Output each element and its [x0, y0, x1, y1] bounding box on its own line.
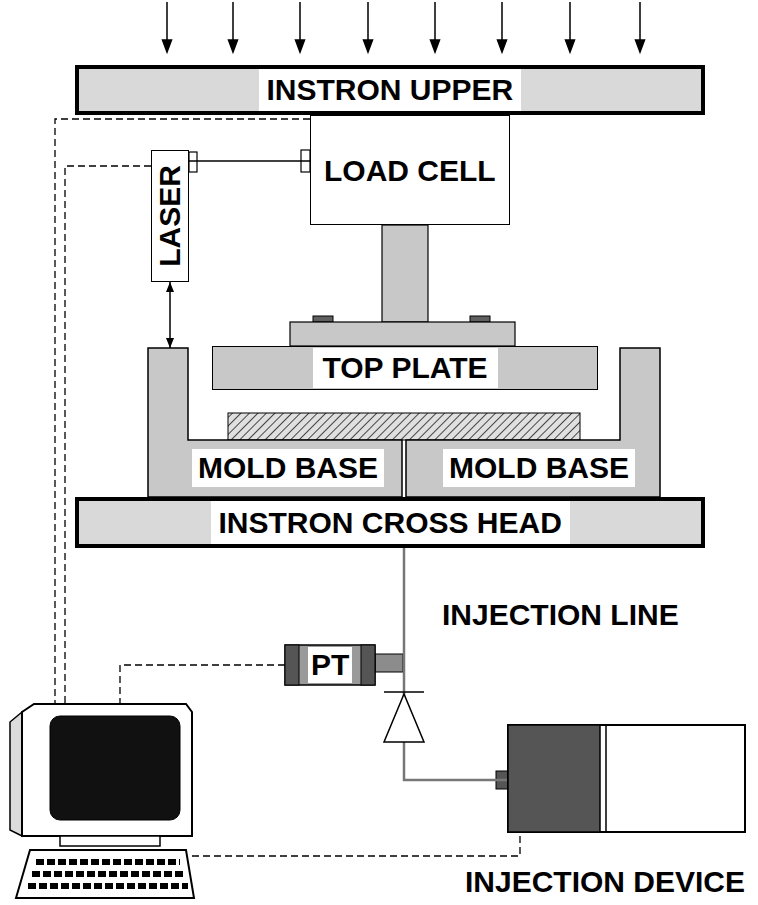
load-arrow [163, 2, 172, 52]
transducer-body [285, 645, 375, 685]
keyboard [16, 850, 194, 898]
sensor-mount [189, 152, 197, 172]
injection-device: INJECTION DEVICE [508, 725, 745, 832]
monitor-screen [50, 716, 180, 820]
signal-wire [65, 166, 151, 704]
load-column [382, 225, 428, 322]
load-arrow [296, 2, 305, 52]
injection-line [404, 548, 508, 780]
load-arrow [498, 2, 507, 52]
sample-ground [228, 413, 580, 440]
mold-base-half: MOLD BASE [406, 348, 660, 497]
monitor-base [60, 836, 160, 846]
part-name: PT [308, 647, 352, 683]
load-arrow [229, 2, 238, 52]
part-name: MOLD BASE [443, 449, 635, 487]
mold-body [148, 348, 402, 497]
keyboard-keys [28, 883, 188, 889]
device-drive [508, 725, 600, 832]
part-name: LASER [155, 165, 185, 267]
part-name: INSTRON UPPER [259, 69, 522, 111]
part-name: INSTRON CROSS HEAD [211, 501, 570, 544]
load-arrows [163, 2, 645, 52]
laser-sensor: LASER [151, 150, 189, 282]
signal-wire [120, 665, 285, 704]
part-name: INJECTION DEVICE [465, 866, 745, 898]
sensor-link [189, 160, 310, 162]
keyboard-keys [36, 859, 180, 865]
mold-body [406, 348, 660, 497]
transducer-cap [361, 645, 375, 685]
load-arrow [636, 2, 645, 52]
top-plate: TOP PLATE [212, 346, 598, 390]
bolt-head [313, 316, 333, 322]
instron-upper-bar: INSTRON UPPER [75, 65, 705, 115]
part-name: TOP PLATE [313, 348, 498, 388]
part-name: LOAD CELL [320, 152, 500, 190]
transducer-fitting [375, 654, 403, 672]
bolt-head [470, 316, 490, 322]
monitor-body [22, 704, 192, 836]
part-name: MOLD BASE [192, 449, 384, 487]
device-barrel [508, 725, 745, 832]
sample-sheet [228, 413, 580, 440]
pressure-transducer: PT [285, 645, 375, 685]
gap-measure-arrow [169, 282, 171, 348]
load-cell-box: LOAD CELL [310, 115, 510, 225]
mount-plate [290, 322, 515, 346]
load-arrow [364, 2, 373, 52]
line-label: INJECTION LINE [440, 598, 681, 632]
load-arrow [566, 2, 575, 52]
keyboard-keys [32, 871, 184, 877]
check-valve-symbol [384, 694, 424, 742]
mold-base-half: MOLD BASE [148, 348, 402, 497]
instron-crosshead-bar: INSTRON CROSS HEAD [75, 497, 705, 548]
computer-icon [10, 704, 194, 898]
monitor-side [10, 712, 22, 836]
device-plunger [605, 725, 607, 832]
signal-wire [192, 833, 520, 856]
device-outline [508, 725, 745, 832]
transducer-cap [285, 645, 299, 685]
load-arrow [431, 2, 440, 52]
